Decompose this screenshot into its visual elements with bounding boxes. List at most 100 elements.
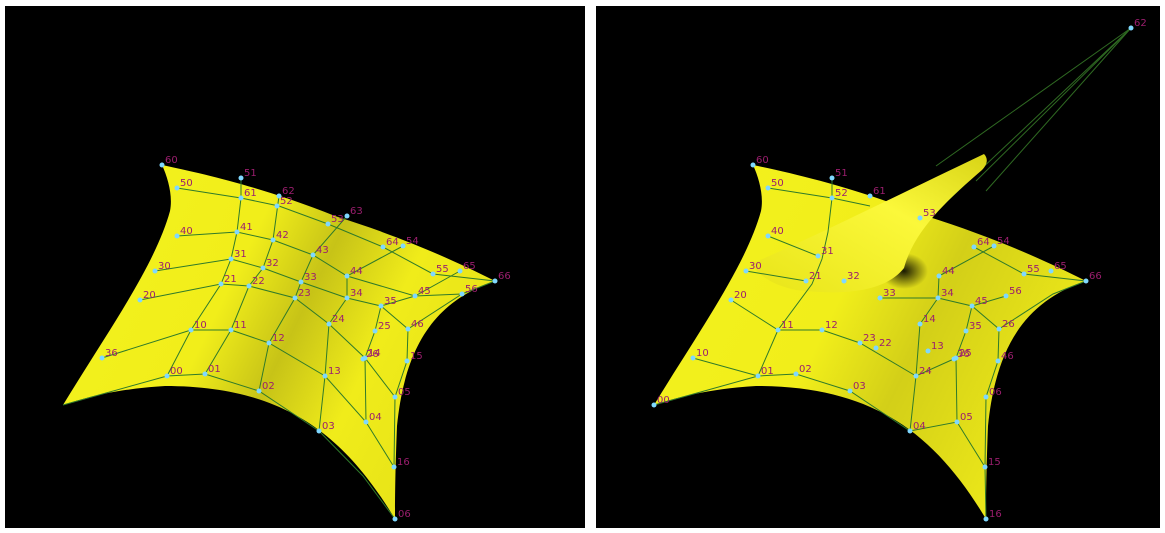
control-point-30[interactable]: [152, 268, 158, 274]
control-point-60[interactable]: [750, 162, 756, 168]
control-point-51[interactable]: [238, 175, 244, 181]
control-point-05[interactable]: [392, 394, 398, 400]
control-point-50[interactable]: [174, 185, 180, 191]
control-point-55[interactable]: [1021, 271, 1027, 277]
control-point-11[interactable]: [775, 327, 781, 333]
control-point-label-10: 10: [696, 348, 709, 359]
control-point-66[interactable]: [1083, 278, 1089, 284]
control-point-54[interactable]: [991, 243, 997, 249]
control-point-64[interactable]: [380, 244, 386, 250]
control-point-15[interactable]: [404, 358, 410, 364]
control-point-40[interactable]: [174, 233, 180, 239]
control-point-06[interactable]: [983, 394, 989, 400]
control-point-16[interactable]: [983, 516, 989, 522]
control-point-45[interactable]: [412, 293, 418, 299]
control-point-24[interactable]: [326, 321, 332, 327]
control-point-32[interactable]: [841, 278, 847, 284]
control-point-61[interactable]: [238, 195, 244, 201]
control-point-41[interactable]: [234, 229, 240, 235]
control-point-01[interactable]: [202, 371, 208, 377]
control-point-26[interactable]: [360, 356, 366, 362]
control-point-52[interactable]: [274, 203, 280, 209]
control-point-21[interactable]: [803, 278, 809, 284]
control-point-02[interactable]: [793, 371, 799, 377]
control-point-00[interactable]: [164, 373, 170, 379]
control-point-66[interactable]: [492, 278, 498, 284]
control-point-46[interactable]: [995, 358, 1001, 364]
control-point-53[interactable]: [917, 215, 923, 221]
control-point-label-36: 36: [957, 349, 970, 360]
control-point-56[interactable]: [1003, 293, 1009, 299]
control-point-44[interactable]: [344, 273, 350, 279]
control-point-40[interactable]: [765, 233, 771, 239]
control-point-44[interactable]: [936, 273, 942, 279]
control-point-45[interactable]: [969, 303, 975, 309]
control-point-label-24: 24: [332, 314, 345, 325]
control-point-46[interactable]: [405, 326, 411, 332]
control-point-35[interactable]: [378, 303, 384, 309]
control-point-05[interactable]: [954, 419, 960, 425]
control-point-21[interactable]: [218, 281, 224, 287]
control-point-00[interactable]: [651, 402, 657, 408]
control-point-13[interactable]: [925, 348, 931, 354]
control-point-24[interactable]: [913, 373, 919, 379]
control-point-32[interactable]: [260, 265, 266, 271]
control-point-03[interactable]: [847, 388, 853, 394]
control-point-31[interactable]: [228, 256, 234, 262]
control-point-36[interactable]: [951, 356, 957, 362]
control-point-11[interactable]: [228, 327, 234, 333]
control-point-16[interactable]: [391, 464, 397, 470]
control-point-63[interactable]: [344, 213, 350, 219]
control-point-34[interactable]: [344, 295, 350, 301]
control-point-label-25: 25: [378, 321, 391, 332]
control-point-62[interactable]: [1128, 25, 1134, 31]
control-point-34[interactable]: [935, 295, 941, 301]
control-point-62[interactable]: [276, 193, 282, 199]
control-point-01[interactable]: [755, 373, 761, 379]
control-point-23[interactable]: [292, 295, 298, 301]
control-point-23[interactable]: [857, 340, 863, 346]
control-point-36[interactable]: [99, 355, 105, 361]
control-point-65[interactable]: [457, 268, 463, 274]
control-point-51[interactable]: [829, 175, 835, 181]
control-point-03[interactable]: [316, 428, 322, 434]
control-point-31[interactable]: [815, 253, 821, 259]
control-point-56[interactable]: [459, 291, 465, 297]
control-point-22[interactable]: [246, 283, 252, 289]
control-point-52[interactable]: [829, 195, 835, 201]
control-point-43[interactable]: [310, 252, 316, 258]
control-point-65[interactable]: [1048, 268, 1054, 274]
control-point-33[interactable]: [298, 279, 304, 285]
control-point-61[interactable]: [867, 193, 873, 199]
control-point-25[interactable]: [372, 328, 378, 334]
control-point-10[interactable]: [690, 355, 696, 361]
control-point-10[interactable]: [188, 327, 194, 333]
control-point-50[interactable]: [765, 185, 771, 191]
control-point-06[interactable]: [392, 516, 398, 522]
control-point-55[interactable]: [430, 271, 436, 277]
control-point-60[interactable]: [159, 162, 165, 168]
control-point-15[interactable]: [982, 464, 988, 470]
control-point-13[interactable]: [322, 373, 328, 379]
control-point-33[interactable]: [877, 295, 883, 301]
control-point-30[interactable]: [743, 268, 749, 274]
control-point-label-10: 10: [194, 320, 207, 331]
control-point-02[interactable]: [256, 388, 262, 394]
control-point-12[interactable]: [819, 327, 825, 333]
control-point-22[interactable]: [873, 345, 879, 351]
control-point-53[interactable]: [325, 221, 331, 227]
control-point-26[interactable]: [996, 326, 1002, 332]
control-point-54[interactable]: [400, 243, 406, 249]
control-point-label-06: 06: [989, 387, 1002, 398]
control-point-label-60: 60: [165, 155, 178, 166]
control-point-42[interactable]: [270, 237, 276, 243]
control-point-04[interactable]: [907, 428, 913, 434]
control-points: [99, 162, 498, 522]
control-point-04[interactable]: [363, 419, 369, 425]
control-point-12[interactable]: [266, 340, 272, 346]
control-point-35[interactable]: [963, 328, 969, 334]
control-point-64[interactable]: [971, 244, 977, 250]
control-point-20[interactable]: [728, 297, 734, 303]
control-point-20[interactable]: [137, 297, 143, 303]
control-point-14[interactable]: [917, 321, 923, 327]
